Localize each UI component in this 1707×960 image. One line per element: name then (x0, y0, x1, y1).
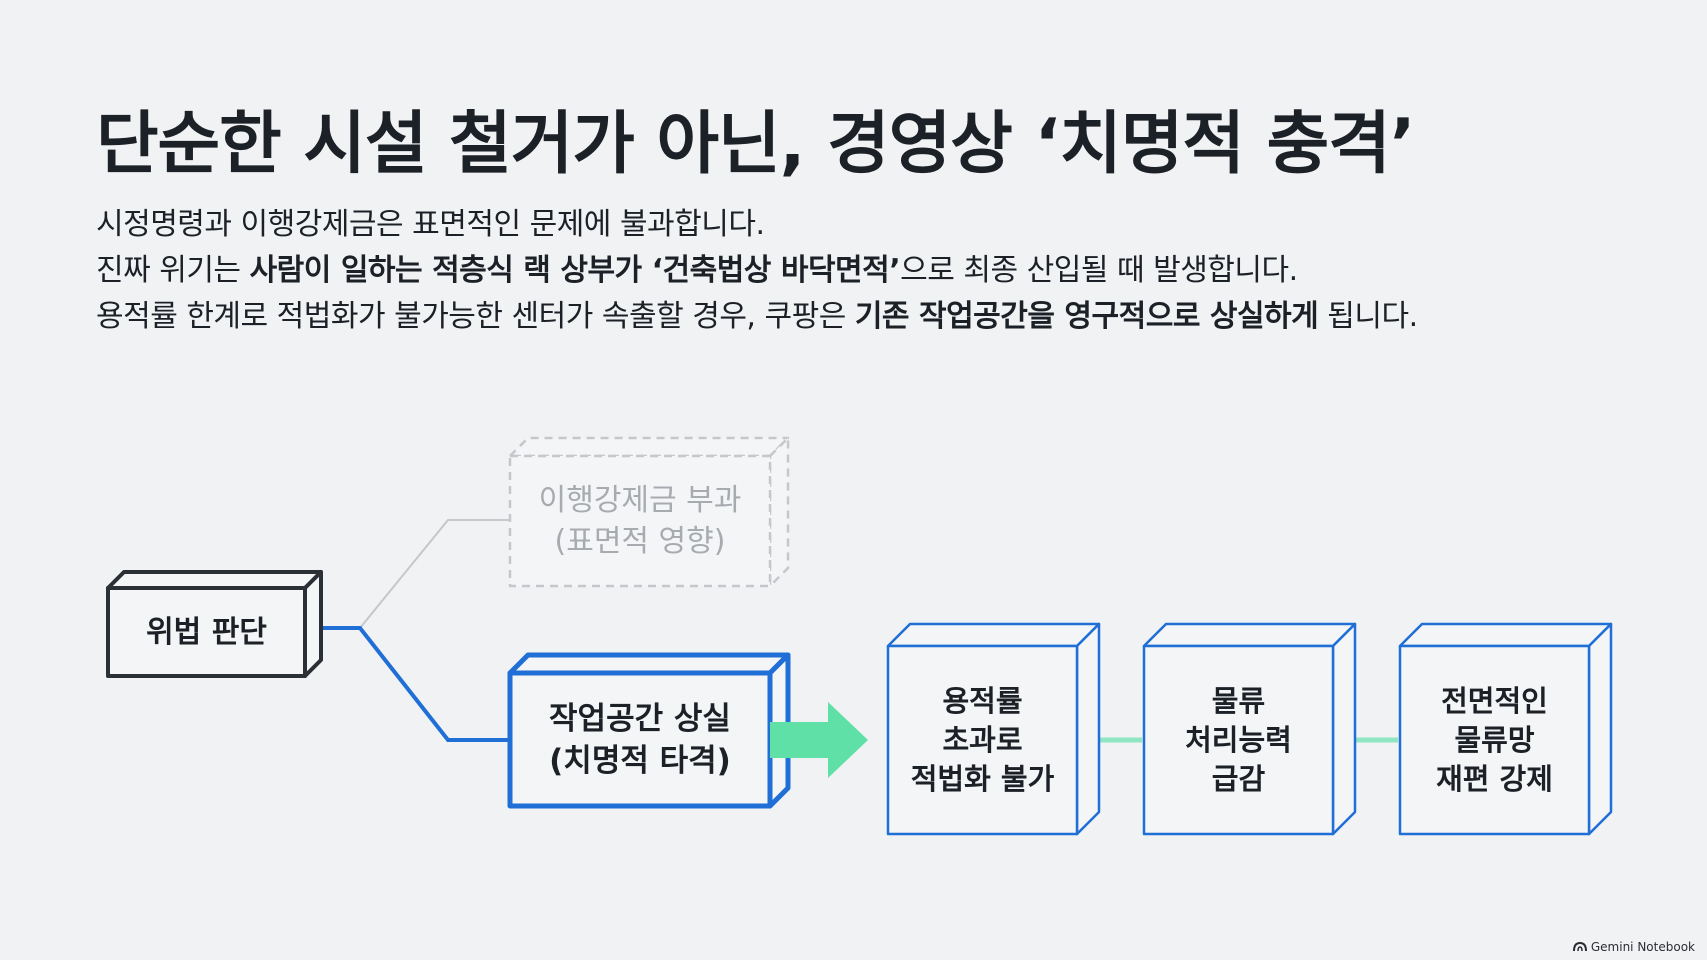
footer-brand-label: Gemini Notebook (1590, 940, 1695, 954)
body-segment: 시정명령과 이행강제금은 표면적인 문제에 불과합니다. (96, 207, 765, 242)
chain-box-3 (1398, 622, 1613, 836)
page-title: 단순한 시설 철거가 아닌, 경영상 ‘치명적 충격’ (96, 105, 1416, 184)
main-box (507, 652, 791, 809)
body-line: 시정명령과 이행강제금은 표면적인 문제에 불과합니다. (96, 202, 1418, 248)
body-text: 시정명령과 이행강제금은 표면적인 문제에 불과합니다. 진짜 위기는 사람이 일… (96, 202, 1418, 340)
body-segment: 으로 최종 산입 (900, 253, 1081, 288)
start-box-label: 위법 판단 (146, 614, 267, 650)
chain-box-2-label: 물류 처리능력 급감 (1185, 683, 1292, 796)
body-segment: 진짜 위기는 (96, 253, 250, 288)
arrow-icon (770, 702, 868, 778)
chain-box-3-label: 전면적인 물류망 재편 강제 (1436, 683, 1553, 796)
body-segment: 될 때 발생합니다. (1080, 253, 1298, 288)
faded-box (508, 436, 790, 588)
connector-to-faded (320, 519, 510, 629)
connector-to-main (305, 626, 510, 742)
body-segment: 됩니다. (1318, 299, 1418, 334)
chain-box-1-label: 용적률 초과로 적법화 불가 (910, 683, 1055, 796)
gemini-logo-icon (1572, 942, 1587, 952)
chain-box-1 (886, 622, 1101, 836)
start-box (106, 570, 323, 678)
faded-box-label: 이행강제금 부과 (표면적 영향) (538, 483, 742, 559)
main-box-label: 작업공간 상실 (치명적 타격) (549, 700, 731, 779)
body-line: 용적률 한계로 적법화가 불가능한 센터가 속출할 경우, 쿠팡은 기존 작업공… (96, 294, 1418, 340)
body-emphasis: 사람이 일하는 적층식 랙 상부가 ‘건축법상 바닥면적’ (249, 253, 901, 288)
body-line: 진짜 위기는 사람이 일하는 적층식 랙 상부가 ‘건축법상 바닥면적’으로 최… (96, 248, 1418, 294)
footer-brand: Gemini Notebook (1572, 940, 1695, 954)
body-emphasis: 기존 작업공간을 영구적으로 상실하게 (854, 299, 1319, 334)
chain-box-2 (1142, 622, 1357, 836)
body-segment: 용적률 한계로 적법화가 불가능한 센터가 속출할 경우, 쿠팡은 (96, 299, 855, 334)
